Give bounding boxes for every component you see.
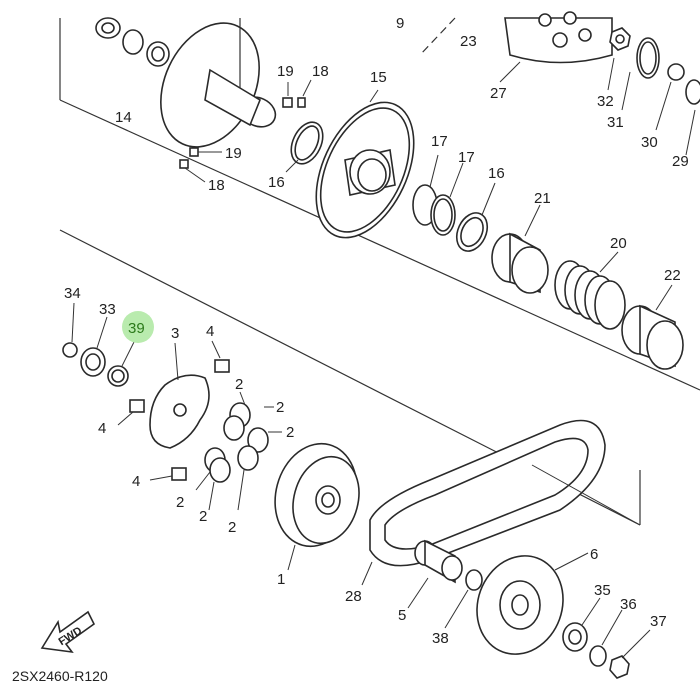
label-21: 21 — [534, 190, 551, 207]
label-30: 30 — [641, 134, 658, 151]
secondary-sheave-part[interactable] — [297, 87, 434, 253]
label-2-a: 2 — [235, 376, 243, 393]
label-6: 6 — [590, 546, 598, 563]
label-2-f: 2 — [228, 519, 236, 536]
v-belt-part[interactable] — [361, 419, 641, 586]
pins-part[interactable] — [179, 79, 312, 183]
right-hardware-part[interactable] — [607, 27, 700, 156]
diagram-code: 2SX2460-R120 — [12, 668, 108, 684]
sleeve-part[interactable] — [407, 539, 483, 629]
label-27: 27 — [490, 85, 507, 102]
rollers-part[interactable] — [195, 391, 282, 511]
small-seal-parts[interactable] — [62, 302, 135, 387]
ring-16-upper-part[interactable] — [285, 117, 329, 173]
o-rings-17-part[interactable] — [412, 154, 464, 236]
label-4-mid: 4 — [98, 420, 106, 437]
label-17-a: 17 — [431, 133, 448, 150]
sliders-part[interactable] — [117, 340, 230, 481]
clutch-housing-part[interactable] — [499, 11, 613, 83]
label-28: 28 — [345, 588, 362, 605]
label-15: 15 — [370, 69, 387, 86]
collar-21-part[interactable] — [491, 204, 549, 294]
highlight-marker — [122, 311, 154, 343]
label-35: 35 — [594, 582, 611, 599]
label-2-c: 2 — [286, 424, 294, 441]
label-5: 5 — [398, 607, 406, 624]
label-14: 14 — [115, 109, 132, 126]
label-34: 34 — [64, 285, 81, 302]
label-2-d: 2 — [176, 494, 184, 511]
label-39-highlighted: 39 — [128, 320, 145, 337]
label-9: 9 — [396, 15, 404, 32]
label-16-upper: 16 — [268, 174, 285, 191]
ring-16-lower-part[interactable] — [451, 182, 496, 256]
label-2-e: 2 — [199, 508, 207, 525]
part-labels: 9 23 27 32 31 30 29 19 18 15 14 19 18 16… — [12, 15, 689, 684]
label-31: 31 — [607, 114, 624, 131]
label-22: 22 — [664, 267, 681, 284]
movable-sheave-part[interactable] — [264, 434, 368, 571]
label-4-bottom: 4 — [132, 473, 140, 490]
label-20: 20 — [610, 235, 627, 252]
label-19-lower: 19 — [225, 145, 242, 162]
spring-20-part[interactable] — [554, 251, 626, 330]
cam-plate-part[interactable] — [149, 342, 210, 449]
label-19-top: 19 — [277, 63, 294, 80]
collar-22-part[interactable] — [621, 284, 684, 370]
label-38: 38 — [432, 630, 449, 647]
top-left-bearing-part[interactable] — [95, 17, 170, 67]
label-1: 1 — [277, 571, 285, 588]
label-29: 29 — [672, 153, 689, 170]
label-37: 37 — [650, 613, 667, 630]
label-33: 33 — [99, 301, 116, 318]
nut-washer-part[interactable] — [562, 597, 651, 679]
label-17-b: 17 — [458, 149, 475, 166]
fan-pulley-part[interactable] — [463, 544, 589, 667]
fwd-arrow-icon — [40, 610, 96, 654]
label-16-lower: 16 — [488, 165, 505, 182]
label-23: 23 — [460, 33, 477, 50]
label-18-top: 18 — [312, 63, 329, 80]
primary-sheave-part[interactable] — [142, 7, 280, 163]
label-18-lower: 18 — [208, 177, 225, 194]
label-3: 3 — [171, 325, 179, 342]
label-36: 36 — [620, 596, 637, 613]
label-4-top: 4 — [206, 323, 214, 340]
label-32: 32 — [597, 93, 614, 110]
label-2-b: 2 — [276, 399, 284, 416]
